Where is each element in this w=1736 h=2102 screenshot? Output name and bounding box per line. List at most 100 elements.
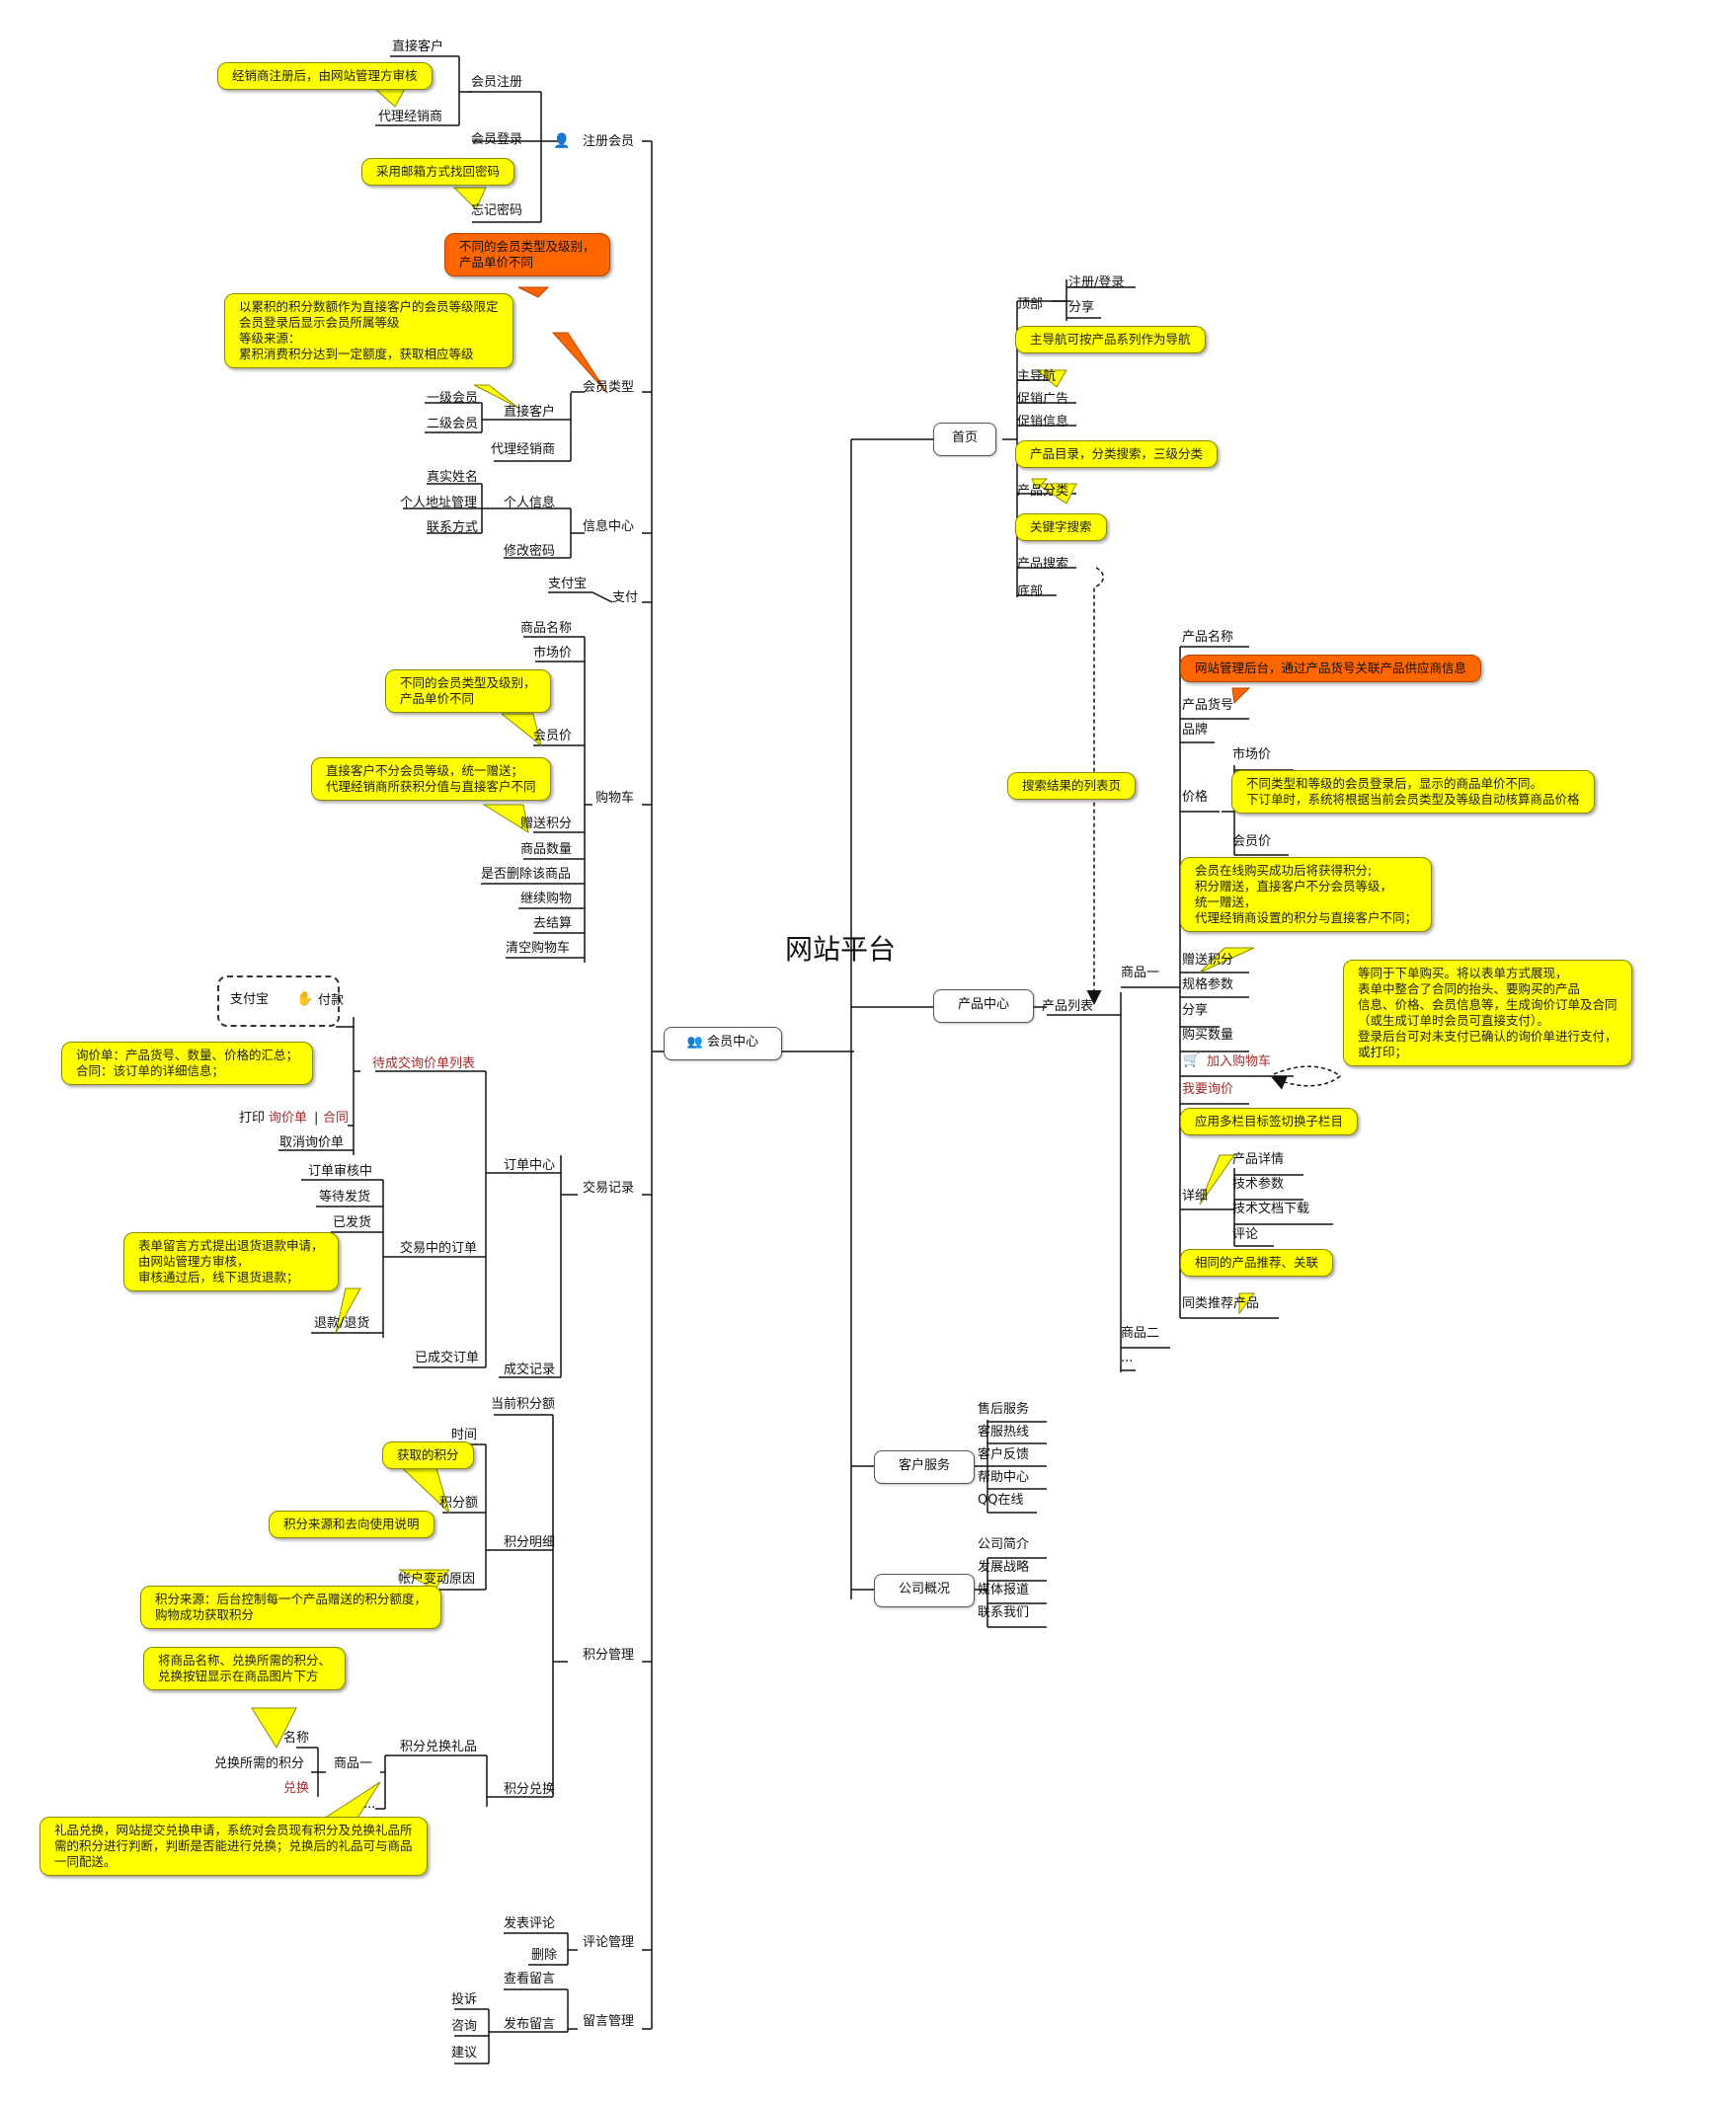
inquire-link[interactable]: 我要询价 [1182,1082,1234,1097]
product-list[interactable]: 产品列表 [1042,999,1094,1014]
points-goods-one[interactable]: 商品一 [334,1756,373,1771]
home-promo-info[interactable]: 促销信息 [1017,415,1069,429]
trade-order-center[interactable]: 订单中心 [504,1158,556,1173]
note-trade-inquiry: 询价单：产品货号、数量、价格的汇总； 合同：该订单的详细信息； [61,1042,314,1085]
cart-item[interactable]: 商品数量 [520,842,573,857]
points-name: 名称 [283,1731,310,1746]
product-similar[interactable]: 同类推荐产品 [1182,1296,1260,1311]
note-home-category: 产品目录，分类搜索，三级分类 [1015,440,1219,468]
comment-post[interactable]: 发表评论 [504,1916,556,1931]
detail-item[interactable]: 技术参数 [1232,1177,1285,1192]
goods-two[interactable]: 商品二 [1121,1326,1160,1341]
register-signup[interactable]: 会员注册 [471,75,523,90]
member-type-node[interactable]: 会员类型 [583,380,635,395]
member-center-node[interactable]: 👥 会员中心 [664,1027,782,1060]
trade-inquiry-link[interactable]: 询价单 [269,1111,308,1126]
company-node[interactable]: 公司概况 [874,1574,975,1607]
company-item[interactable]: 联系我们 [978,1605,1030,1620]
info-address[interactable]: 个人地址管理 [400,496,478,510]
home-share[interactable]: 分享 [1068,300,1095,315]
home-category[interactable]: 产品分类 [1017,484,1069,499]
cart-item[interactable]: 清空购物车 [506,941,571,956]
product-detail[interactable]: 详细 [1182,1189,1209,1204]
pay-node[interactable]: 支付 [612,590,639,605]
note-points-got: 获取的积分 [382,1441,474,1469]
points-detail[interactable]: 积分明细 [504,1535,556,1550]
trade-done[interactable]: 已成交订单 [415,1351,480,1365]
comment-delete[interactable]: 删除 [531,1948,558,1963]
home-search[interactable]: 产品搜索 [1017,557,1069,572]
product-qty[interactable]: 购买数量 [1182,1028,1234,1043]
product-price: 价格 [1182,790,1209,805]
service-node[interactable]: 客户服务 [874,1450,975,1484]
trade-record[interactable]: 成交记录 [504,1362,556,1377]
company-item[interactable]: 发展战略 [978,1560,1030,1575]
points-redeem[interactable]: 兑换 [283,1781,310,1796]
note-home-search: 关键字搜索 [1015,513,1107,541]
service-item[interactable]: 客服热线 [978,1425,1030,1440]
register-login[interactable]: 会员登录 [471,132,523,147]
points-gift[interactable]: 积分兑换礼品 [400,1740,478,1754]
note-search-result: 搜索结果的列表页 [1007,772,1137,800]
note-points-source: 积分来源：后台控制每一个产品赠送的积分额度， 购物成功获取积分 [140,1586,442,1629]
cart-item[interactable]: 继续购物 [520,892,573,906]
home-top[interactable]: 顶部 [1017,297,1044,312]
trade-alipay[interactable]: 支付宝 [230,992,270,1007]
note-product-price: 不同类型和等级的会员登录后，显示的商品单价不同。 下订单时，系统将根据当前会员类… [1231,770,1595,814]
service-item[interactable]: 帮助中心 [978,1470,1030,1485]
trade-refund[interactable]: 退款/退货 [314,1316,370,1331]
trade-in-progress[interactable]: 交易中的订单 [400,1241,478,1256]
message-complain[interactable]: 投诉 [451,1992,478,2007]
home-node[interactable]: 首页 [933,423,996,456]
cart-node[interactable]: 购物车 [595,791,635,806]
register-direct: 直接客户 [392,39,444,54]
trade-node[interactable]: 交易记录 [583,1181,635,1196]
goods-one[interactable]: 商品一 [1121,966,1160,980]
register-node[interactable]: 注册会员 [583,134,635,149]
message-consult[interactable]: 咨询 [451,2019,478,2034]
company-item[interactable]: 公司简介 [978,1537,1030,1552]
products-node[interactable]: 产品中心 [933,989,1034,1023]
trade-print[interactable]: 打印 [239,1111,266,1126]
trade-contract-link[interactable]: 合同 [323,1111,350,1126]
cart-item[interactable]: 去结算 [533,916,573,931]
info-node[interactable]: 信息中心 [583,519,635,534]
pay-group [217,975,340,1027]
cart-item: 赠送积分 [520,817,573,831]
message-post[interactable]: 发布留言 [504,2017,556,2032]
home-promo-ad[interactable]: 促销广告 [1017,392,1069,407]
comment-node[interactable]: 评论管理 [583,1935,635,1950]
product-share[interactable]: 分享 [1182,1003,1209,1018]
service-item[interactable]: 售后服务 [978,1402,1030,1417]
service-item[interactable]: QQ在线 [978,1493,1024,1508]
message-suggest[interactable]: 建议 [451,2046,478,2061]
detail-item[interactable]: 产品详情 [1232,1152,1285,1167]
message-node[interactable]: 留言管理 [583,2014,635,2029]
trade-pending[interactable]: 待成交询价单列表 [372,1056,476,1071]
message-view[interactable]: 查看留言 [504,1972,556,1986]
points-node[interactable]: 积分管理 [583,1648,635,1663]
points-more: ... [363,1797,376,1812]
info-personal[interactable]: 个人信息 [504,496,556,510]
add-to-cart-link[interactable]: 加入购物车 [1207,1054,1272,1069]
trade-cancel[interactable]: 取消询价单 [279,1135,345,1150]
trade-review: 订单审核中 [308,1164,373,1179]
info-real-name[interactable]: 真实姓名 [427,470,479,485]
info-password[interactable]: 修改密码 [504,544,556,559]
company-item[interactable]: 媒体报道 [978,1583,1030,1597]
trade-pay[interactable]: 付款 [318,993,345,1008]
detail-item[interactable]: 技术文档下载 [1232,1202,1310,1216]
info-contact[interactable]: 联系方式 [427,520,479,535]
cart-item[interactable]: 是否删除该商品 [481,867,572,882]
service-item[interactable]: 客户反馈 [978,1447,1030,1462]
points-time: 时间 [451,1428,478,1442]
register-forgot[interactable]: 忘记密码 [471,203,523,218]
detail-item[interactable]: 评论 [1232,1227,1259,1242]
member-level-2: 二级会员 [427,417,479,431]
home-nav[interactable]: 主导航 [1017,369,1057,384]
home-signin[interactable]: 注册/登录 [1068,275,1125,290]
points-exchange[interactable]: 积分兑换 [504,1782,556,1797]
home-bottom[interactable]: 底部 [1017,584,1044,599]
pay-alipay[interactable]: 支付宝 [548,577,588,591]
